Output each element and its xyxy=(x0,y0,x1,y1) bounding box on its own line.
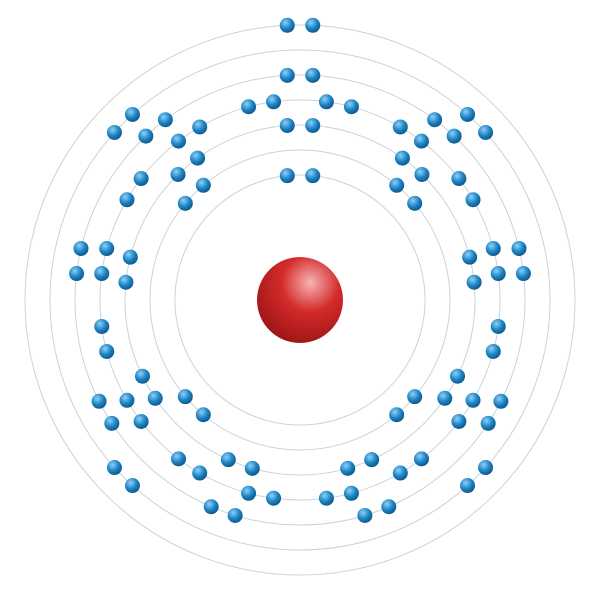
electron-shell-3-18 xyxy=(190,150,206,166)
electron-shell-2-5 xyxy=(195,407,211,423)
electron-shell-3-8 xyxy=(437,390,453,406)
electron-shell-5-13 xyxy=(104,415,120,431)
electron-shell-4-8 xyxy=(490,266,506,282)
electron-shell-4-10 xyxy=(485,343,501,359)
electron-shell-4-11 xyxy=(465,392,481,408)
orbit-shell-4 xyxy=(99,99,501,501)
electron-shell-4-26 xyxy=(99,241,115,257)
electron-shell-5-4 xyxy=(446,128,462,144)
electron-shell-5-5 xyxy=(511,240,527,256)
electron-shell-4-32 xyxy=(266,94,282,110)
electron-shell-2-8 xyxy=(195,177,211,193)
electron-shell-4-29 xyxy=(171,133,187,149)
electron-shell-3-9 xyxy=(364,452,380,468)
orbit-rings xyxy=(24,24,576,576)
electron-shell-4-17 xyxy=(266,490,282,506)
orbit-shell-1 xyxy=(174,174,426,426)
electron-shell-3-16 xyxy=(122,249,138,265)
electron-shell-3-3 xyxy=(394,150,410,166)
electron-shell-4-31 xyxy=(241,99,257,115)
electron-shell-5-2 xyxy=(305,67,321,83)
electron-shell-2-6 xyxy=(177,389,193,405)
electron-shell-4-4 xyxy=(413,133,429,149)
electron-shell-4-25 xyxy=(94,266,110,282)
electron-shell-6-8 xyxy=(124,106,140,122)
electron-shell-5-15 xyxy=(69,266,85,282)
electron-shell-5-1 xyxy=(279,67,295,83)
orbit-shell-3 xyxy=(124,124,476,476)
electron-shell-5-6 xyxy=(515,266,531,282)
electron-shell-6-3 xyxy=(478,460,494,476)
electron-shell-5-10 xyxy=(357,507,373,523)
electron-shell-4-19 xyxy=(192,465,208,481)
electron-shell-4-1 xyxy=(318,94,334,110)
electron-shell-4-6 xyxy=(465,192,481,208)
electron-shell-7-1 xyxy=(279,17,295,33)
electron-shell-3-2 xyxy=(305,117,321,133)
electron-shell-1-2 xyxy=(305,168,321,184)
electron-shell-3-17 xyxy=(170,166,186,182)
electron-shell-3-12 xyxy=(220,452,236,468)
electron-shell-2-3 xyxy=(407,389,423,405)
electron-shell-4-18 xyxy=(241,485,257,501)
electron-shell-4-30 xyxy=(192,119,208,135)
electron-shell-4-14 xyxy=(392,465,408,481)
electron-shell-4-20 xyxy=(171,451,187,467)
electron-shell-6-7 xyxy=(106,124,122,140)
electron-shell-4-7 xyxy=(485,241,501,257)
electron-shell-4-9 xyxy=(490,318,506,334)
electron-shell-5-11 xyxy=(227,507,243,523)
electron-shell-3-13 xyxy=(147,390,163,406)
electron-shell-4-23 xyxy=(99,343,115,359)
electron-shell-3-7 xyxy=(450,368,466,384)
electron-shell-7-2 xyxy=(305,17,321,33)
electron-shell-4-24 xyxy=(94,318,110,334)
electron-shell-4-16 xyxy=(318,490,334,506)
electron-shell-5-3 xyxy=(427,112,443,128)
electron-shell-4-22 xyxy=(119,392,135,408)
electron-shell-6-1 xyxy=(460,106,476,122)
orbit-shell-5 xyxy=(74,74,526,526)
electron-shell-5-16 xyxy=(73,240,89,256)
electron-shell-3-6 xyxy=(466,274,482,290)
electron-shell-3-15 xyxy=(118,274,134,290)
electron-shell-5-18 xyxy=(157,112,173,128)
electron-shell-5-7 xyxy=(493,393,509,409)
electron-shell-5-17 xyxy=(138,128,154,144)
electron-shell-3-1 xyxy=(279,117,295,133)
electron-shell-4-12 xyxy=(451,413,467,429)
electron-shell-4-13 xyxy=(413,451,429,467)
electron-shell-4-3 xyxy=(392,119,408,135)
electrons xyxy=(69,17,531,523)
electron-shell-2-7 xyxy=(177,195,193,211)
electron-shell-3-14 xyxy=(134,368,150,384)
electron-shell-4-15 xyxy=(343,485,359,501)
electron-shell-3-10 xyxy=(340,460,356,476)
orbit-shell-7 xyxy=(24,24,576,576)
electron-shell-5-12 xyxy=(203,499,219,515)
electron-shell-4-21 xyxy=(133,413,149,429)
electron-shell-1-1 xyxy=(279,168,295,184)
electron-shell-4-2 xyxy=(343,99,359,115)
electron-shell-2-2 xyxy=(407,195,423,211)
nucleus xyxy=(257,257,343,343)
electron-shell-5-14 xyxy=(91,393,107,409)
electron-shell-2-1 xyxy=(389,177,405,193)
electron-shell-6-4 xyxy=(460,478,476,494)
orbit-shell-6 xyxy=(49,49,551,551)
electron-shell-3-11 xyxy=(244,460,260,476)
electron-shell-4-5 xyxy=(451,171,467,187)
electron-shell-6-2 xyxy=(478,124,494,140)
orbit-shell-2 xyxy=(149,149,451,451)
electron-shell-3-4 xyxy=(414,166,430,182)
electron-shell-2-4 xyxy=(389,407,405,423)
electron-shell-3-5 xyxy=(462,249,478,265)
electron-shell-4-28 xyxy=(133,171,149,187)
electron-shell-6-5 xyxy=(124,478,140,494)
electron-shell-6-6 xyxy=(106,460,122,476)
electron-shell-5-9 xyxy=(381,499,397,515)
electron-shell-4-27 xyxy=(119,192,135,208)
electron-shell-5-8 xyxy=(480,415,496,431)
